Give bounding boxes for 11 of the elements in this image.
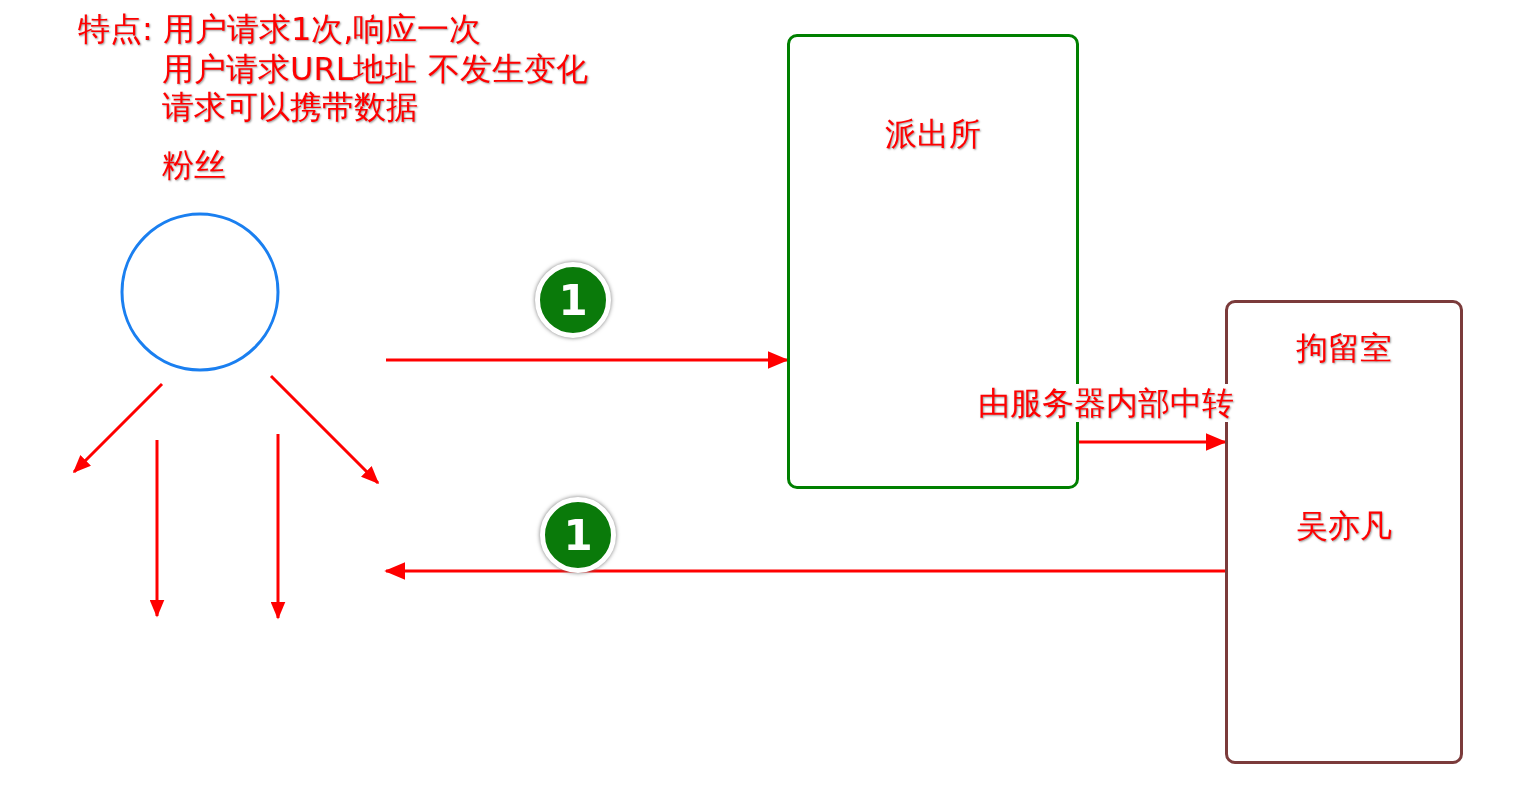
note-text: 请求可以携带数据 (162, 88, 418, 126)
note-text: 用户请求URL地址 不发生变化 (162, 50, 588, 88)
edge-label: 由服务器内部中转 (978, 384, 1234, 422)
arrow (386, 351, 789, 369)
person-label: 粉丝 (162, 146, 226, 184)
room-title: 派出所 (884, 115, 982, 153)
person-name: 吴亦凡 (1295, 507, 1393, 545)
note-text: 特点: 用户请求1次,响应一次 (78, 10, 482, 48)
arrow (1079, 433, 1227, 451)
arrow (384, 562, 1225, 580)
room-title: 拘留室 (1295, 329, 1393, 367)
